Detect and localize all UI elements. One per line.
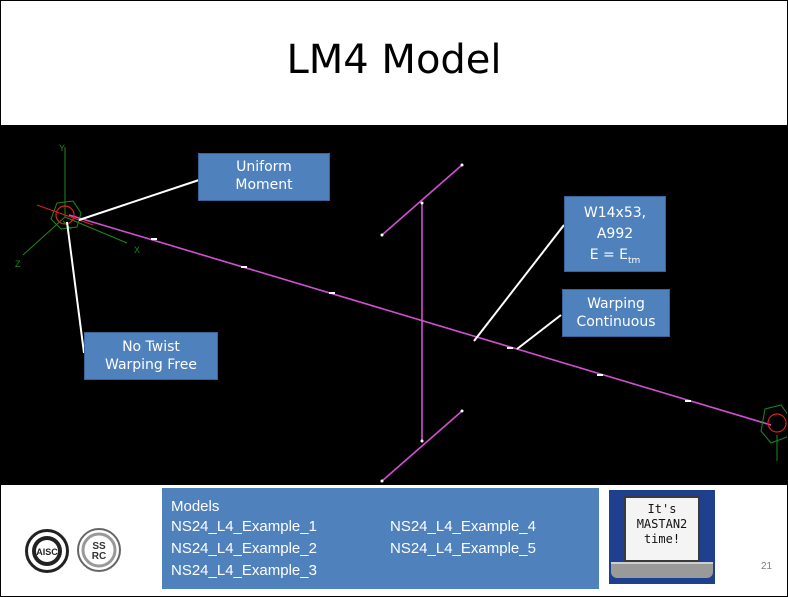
beam-member (68, 214, 772, 426)
model-viewport[interactable]: Y Z X Uni (1, 125, 787, 485)
right-support-symbol (760, 404, 787, 461)
axis-z-label: Z (15, 259, 21, 269)
callout-section: W14x53, A992 E = Etm (564, 196, 666, 272)
callout-uniform-moment: Uniform Moment (198, 153, 330, 201)
ssrc-logo-text-top: SS (92, 541, 106, 552)
callout-warping-continuous-line1: Warping (587, 296, 645, 312)
aisc-logo-mark: AISC (32, 536, 62, 566)
callout-uniform-moment-line1: Uniform (236, 159, 292, 175)
section-top-flange (381, 164, 463, 236)
page-number: 21 (761, 561, 773, 572)
model-item[interactable]: NS24_L4_Example_2 (171, 540, 317, 557)
mastan2-line3: time! (643, 532, 681, 546)
model-item[interactable]: NS24_L4_Example_4 (390, 518, 536, 535)
aisc-logo: AISC (25, 529, 69, 573)
callout-no-twist-line1: No Twist (122, 339, 180, 355)
axis-x-label: X (134, 245, 140, 255)
callout-uniform-moment-line2: Moment (235, 177, 293, 193)
left-support-symbol (36, 200, 94, 230)
callout-section-line2: A992 (596, 226, 634, 242)
laptop-base-icon (611, 564, 713, 578)
modulus-subscript: tm (628, 255, 641, 266)
models-list-box: Models NS24_L4_Example_1 NS24_L4_Example… (162, 488, 599, 589)
modulus-symbol: E = E (589, 247, 629, 263)
callout-warping-continuous: Warping Continuous (562, 289, 670, 337)
callout-no-twist-line2: Warping Free (105, 357, 197, 373)
callout-section-line1: W14x53, (583, 205, 647, 221)
model-item[interactable]: NS24_L4_Example_1 (171, 518, 317, 535)
ssrc-logo-mark: SS RC (81, 532, 117, 568)
mastan2-badge: It's MASTAN2 time! (609, 490, 715, 584)
callout-no-twist: No Twist Warping Free (84, 332, 218, 380)
model-item[interactable]: NS24_L4_Example_3 (171, 562, 317, 579)
section-bottom-flange (381, 410, 463, 482)
ssrc-logo: SS RC (77, 528, 121, 572)
ssrc-logo-text-bottom: RC (92, 551, 106, 562)
axes-triad (22, 147, 128, 256)
model-canvas: Y Z X (15, 143, 787, 483)
models-header: Models (171, 498, 220, 515)
node-marks (151, 163, 691, 483)
mastan2-line2: MASTAN2 (636, 517, 688, 531)
callout-leaders (66, 179, 565, 354)
callout-section-line3: E = Etm (565, 245, 665, 272)
mastan2-laptop-screen: It's MASTAN2 time! (624, 496, 700, 562)
model-item[interactable]: NS24_L4_Example_5 (390, 540, 536, 557)
mastan2-line1: It's (647, 502, 677, 516)
axis-y-label: Y (59, 143, 65, 153)
aisc-logo-text: AISC (36, 547, 58, 557)
slide-title: LM4 Model (286, 37, 502, 83)
callout-warping-continuous-line2: Continuous (576, 314, 656, 330)
